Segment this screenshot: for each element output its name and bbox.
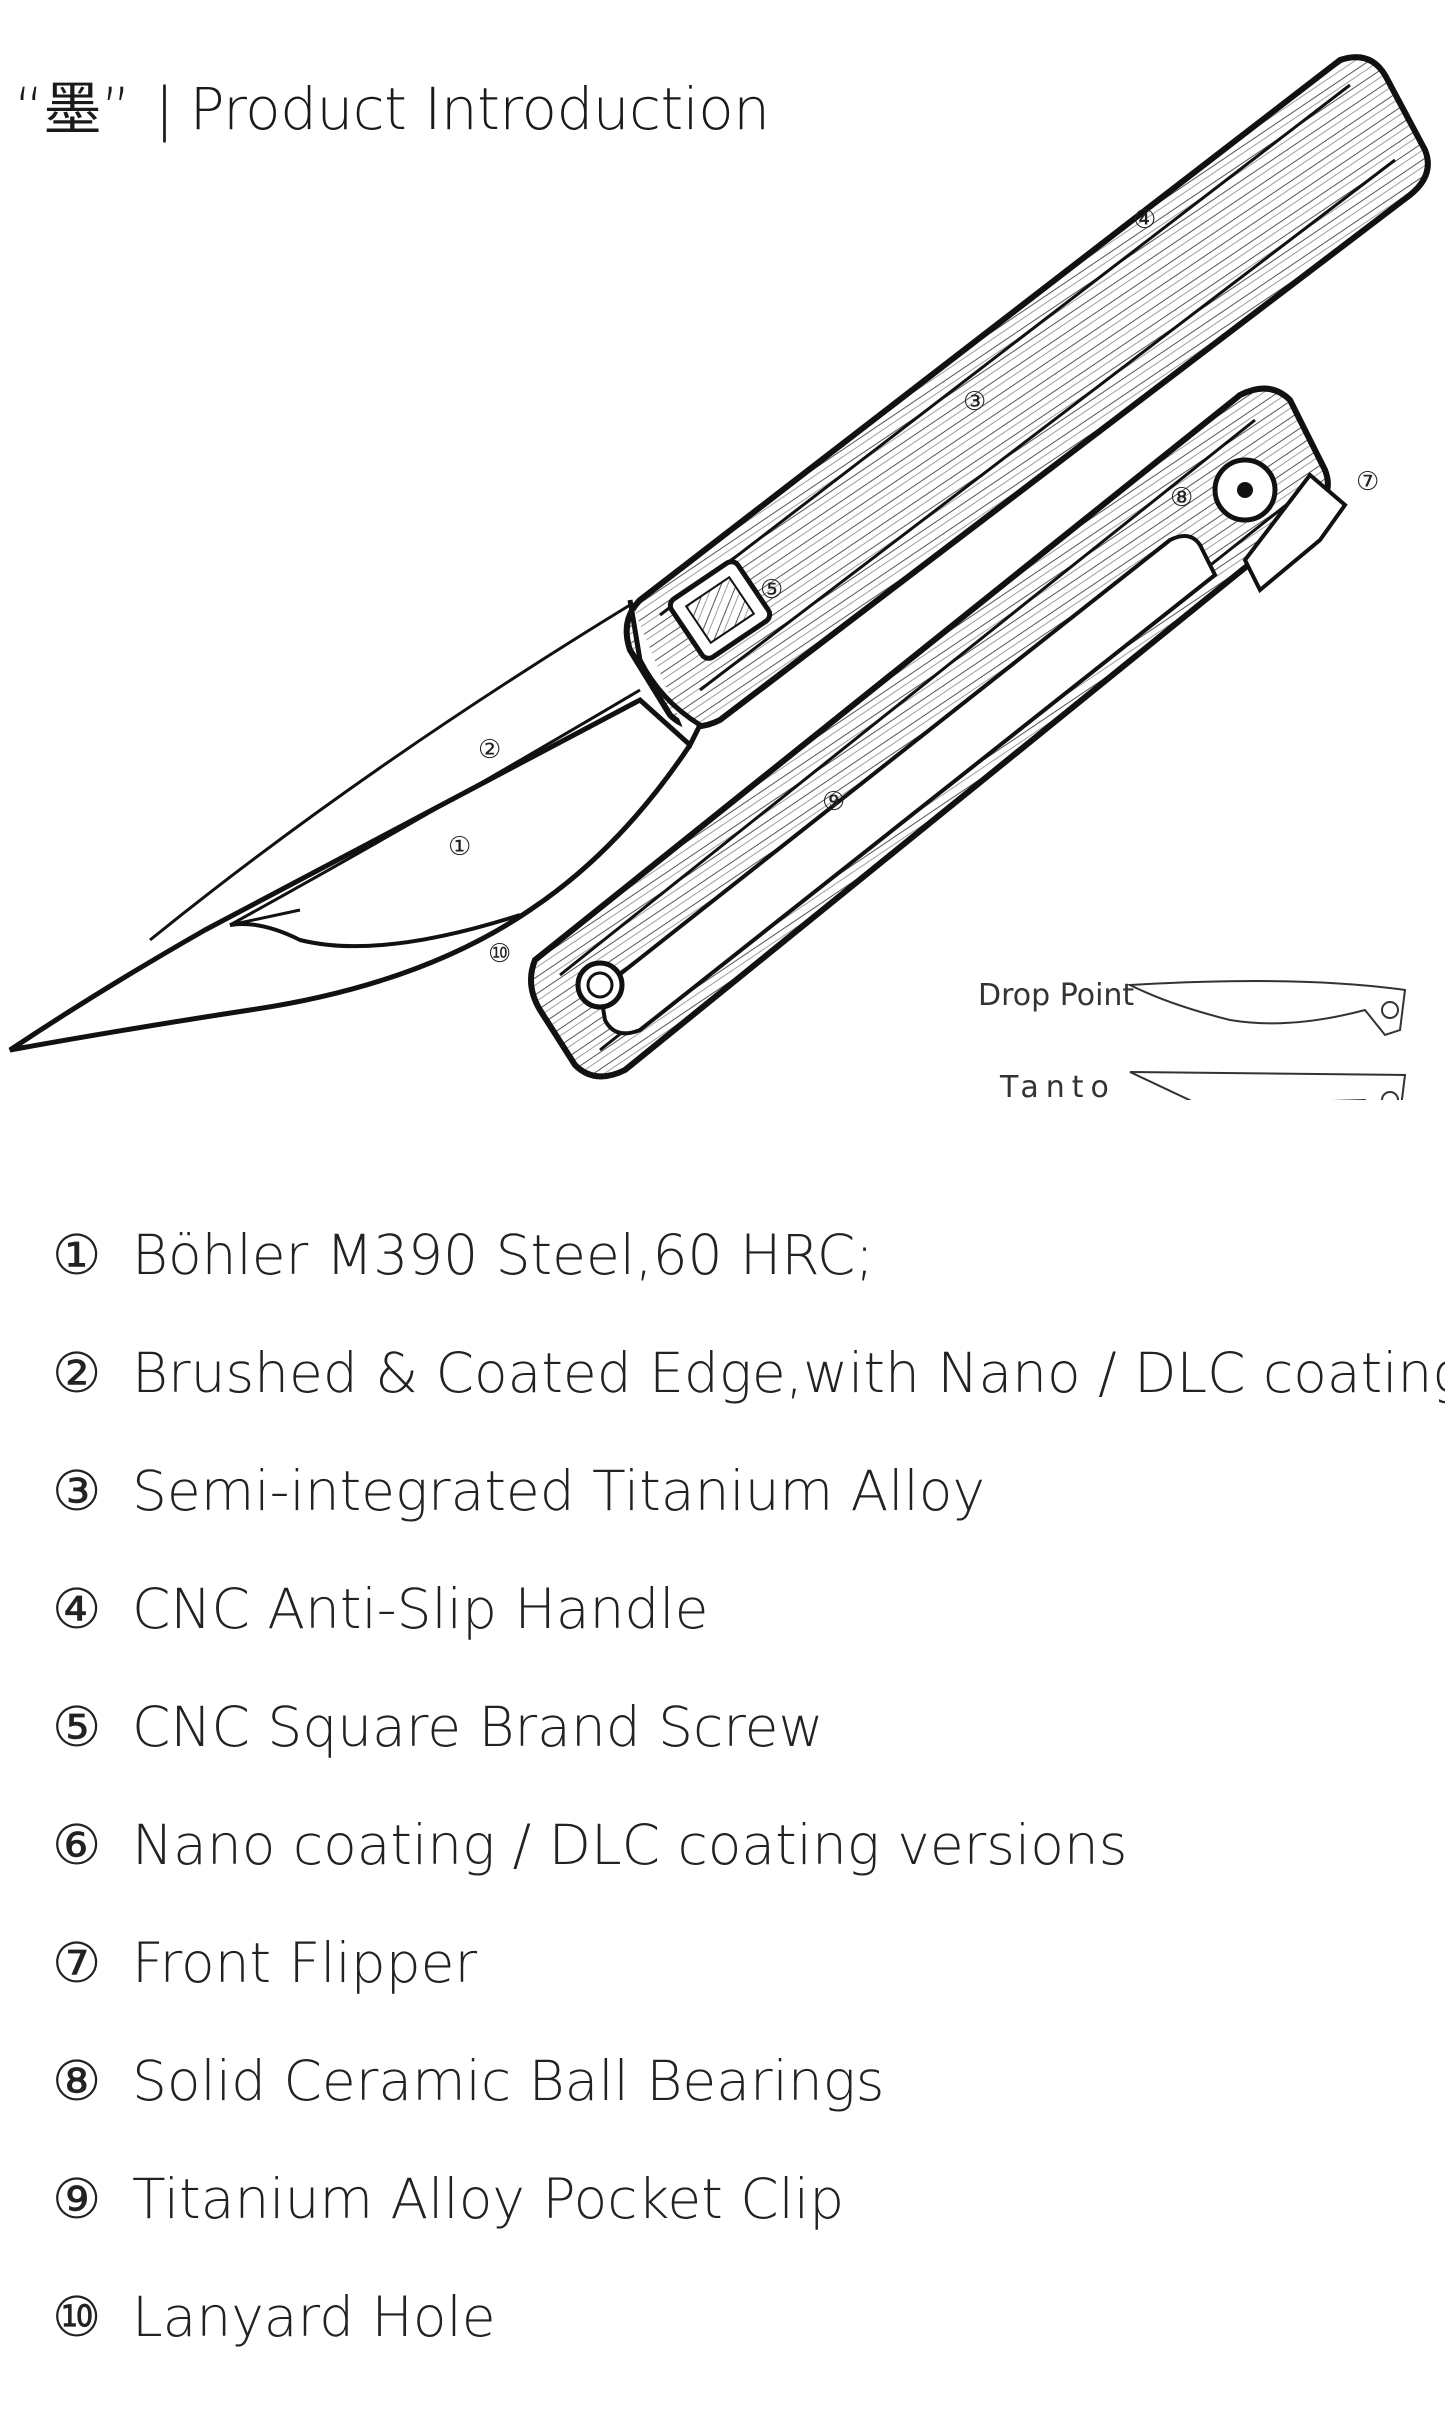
feature-item: ② Brushed & Coated Edge,with Nano / DLC c… <box>0 1333 1445 1451</box>
callout-1: ① <box>448 832 471 862</box>
page-title: “墨” |Product Introduction <box>14 62 770 146</box>
feature-text: Lanyard Hole <box>132 2285 496 2349</box>
closed-knife <box>528 385 1348 1080</box>
feature-item: ⑨ Titanium Alloy Pocket Clip <box>0 2159 1445 2277</box>
feature-text: Nano coating / DLC coating versions <box>132 1813 1128 1877</box>
feature-number: ⑤ <box>52 1695 102 1759</box>
feature-text: Böhler M390 Steel,60 HRC; <box>132 1223 874 1287</box>
feature-item: ⑥ Nano coating / DLC coating versions <box>0 1805 1445 1923</box>
feature-item: ④ CNC Anti-Slip Handle <box>0 1569 1445 1687</box>
callout-5: ⑤ <box>760 575 783 605</box>
feature-text: Front Flipper <box>132 1931 478 1995</box>
feature-list: ① Böhler M390 Steel,60 HRC; ② Brushed & Co… <box>0 1215 1445 2395</box>
variant-drop-point-outline <box>1126 980 1407 1037</box>
variant-label-drop-point: Drop Point <box>978 978 1135 1013</box>
callout-10: ⑩ <box>488 939 511 969</box>
feature-number: ⑧ <box>52 2049 102 2113</box>
feature-text: Solid Ceramic Ball Bearings <box>132 2049 885 2113</box>
feature-text: Titanium Alloy Pocket Clip <box>132 2167 845 2231</box>
open-knife-blade <box>8 599 704 1053</box>
feature-text: Semi-integrated Titanium Alloy <box>132 1459 986 1523</box>
feature-item: ① Böhler M390 Steel,60 HRC; <box>0 1215 1445 1333</box>
feature-item: ⑤ CNC Square Brand Screw <box>0 1687 1445 1805</box>
feature-item: ⑩ Lanyard Hole <box>0 2277 1445 2395</box>
feature-item: ⑧ Solid Ceramic Ball Bearings <box>0 2041 1445 2159</box>
knife-illustration: ① ② ③ ④ ⑤ ⑦ ⑧ ⑨ ⑩ <box>8 54 1431 1100</box>
feature-number: ① <box>52 1223 102 1287</box>
feature-number: ⑦ <box>52 1931 102 1995</box>
callout-3: ③ <box>963 387 986 417</box>
front-flipper <box>1242 472 1348 594</box>
callout-9: ⑨ <box>822 787 845 817</box>
feature-item: ③ Semi-integrated Titanium Alloy <box>0 1451 1445 1569</box>
feature-item: ⑦ Front Flipper <box>0 1923 1445 2041</box>
feature-number: ④ <box>52 1577 102 1641</box>
title-separator: | <box>154 75 175 143</box>
feature-number: ⑨ <box>52 2167 102 2231</box>
feature-number: ⑩ <box>52 2285 102 2349</box>
brand-mark: “墨” <box>14 75 131 143</box>
lanyard-hole-icon <box>575 960 625 1010</box>
open-knife <box>8 54 1431 1053</box>
feature-text: Brushed & Coated Edge,with Nano / DLC co… <box>132 1341 1445 1405</box>
feature-number: ⑥ <box>52 1813 102 1877</box>
feature-number: ② <box>52 1341 102 1405</box>
feature-number: ③ <box>52 1459 102 1523</box>
open-knife-handle <box>623 54 1431 730</box>
title-text: Product Introduction <box>189 75 770 143</box>
variant-label-tanto: Tanto <box>1000 1070 1116 1105</box>
callout-2: ② <box>478 735 501 765</box>
callout-4: ④ <box>1133 205 1156 235</box>
feature-text: CNC Square Brand Screw <box>132 1695 824 1759</box>
pocket-clip <box>597 534 1218 1036</box>
variant-tanto-outline <box>1129 1071 1407 1100</box>
callout-7: ⑦ <box>1356 467 1379 497</box>
feature-text: CNC Anti-Slip Handle <box>132 1577 709 1641</box>
callout-8: ⑧ <box>1170 483 1193 513</box>
